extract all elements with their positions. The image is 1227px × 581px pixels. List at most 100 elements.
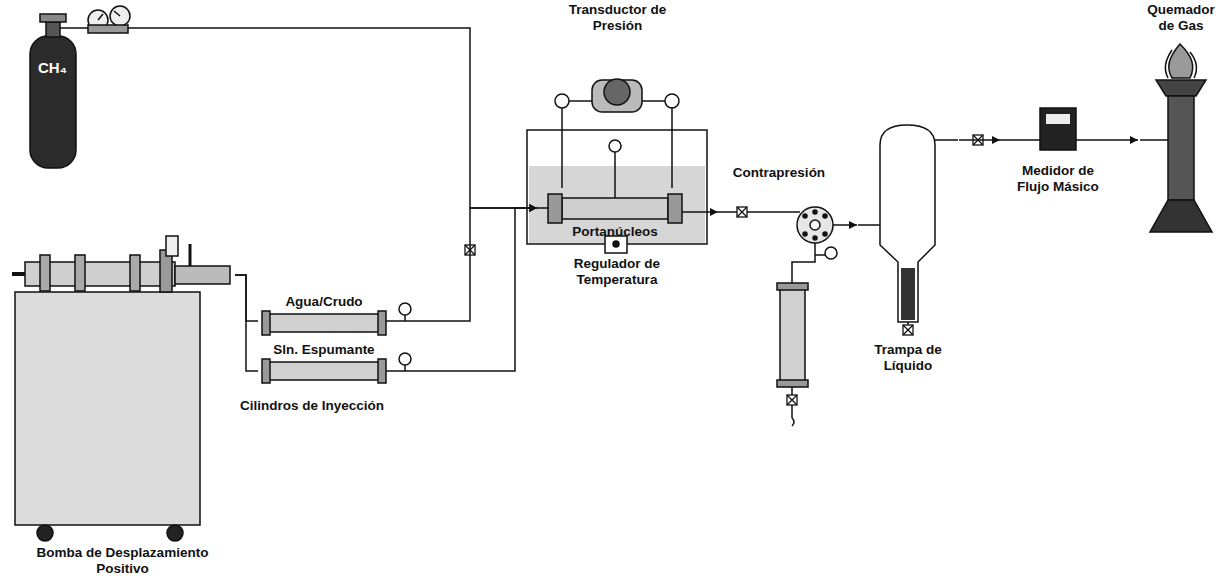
- pressure-transducer: [592, 80, 642, 112]
- valve-symbol: [787, 395, 797, 405]
- gas-cylinder: [30, 36, 76, 168]
- cylinder-neck: [46, 22, 60, 37]
- caption-label: Cilindros de Inyección: [240, 398, 384, 414]
- flow-line: [671, 118, 673, 188]
- pump-plate: [40, 255, 50, 291]
- burner-base: [1150, 200, 1212, 232]
- burner-head: [1156, 80, 1206, 96]
- regulator-dot: [613, 241, 619, 247]
- regulator-gauge: [110, 6, 130, 26]
- mass-flow-meter: [1040, 108, 1076, 150]
- flow-line: [693, 211, 718, 213]
- cylinder-cap: [378, 359, 386, 383]
- trap-outlet: [935, 139, 958, 141]
- transducer-node: Transductor de Presión: [555, 2, 681, 118]
- flow-line: [959, 139, 1000, 141]
- pressure-gauge: [399, 353, 411, 365]
- pump-plate: [130, 255, 140, 291]
- node-label: Quemador de Gas: [1141, 2, 1221, 34]
- transducer-pipe: [568, 100, 592, 102]
- liquid-trap: [880, 125, 935, 322]
- gas-cylinder-node: CH₄: [28, 2, 135, 170]
- injection-cylinder: [268, 314, 380, 332]
- node-label: Bomba de Desplazamiento Positivo: [28, 545, 218, 577]
- gauge-line: [614, 150, 616, 198]
- cylinder-outlet: [386, 320, 390, 322]
- node-label: CH₄: [38, 60, 67, 76]
- cylinder-valve: [40, 14, 66, 22]
- pump-valve-stem: [189, 244, 192, 266]
- core-holder-node: Portanúcleos: [537, 188, 693, 242]
- burner-column: [1168, 96, 1194, 200]
- flow-line: [1116, 139, 1138, 141]
- core-holder-cap: [668, 194, 682, 223]
- pressure-gauge: [555, 94, 569, 108]
- bpr-reference-line: [792, 243, 815, 285]
- node-label: Medidor de Flujo Másico: [1008, 163, 1108, 195]
- injection-cylinder-node: Agua/Crudo: [258, 294, 390, 334]
- flow-line: [561, 118, 563, 188]
- transducer-pipe: [642, 100, 666, 102]
- pump-wheel: [37, 525, 53, 541]
- injection-cylinder: [268, 362, 380, 380]
- core-inlet: [537, 207, 548, 209]
- transducer-face: [604, 79, 630, 105]
- trap-inlet: [858, 224, 880, 226]
- bpr-outlet: [833, 224, 840, 226]
- gauge-stub: [561, 108, 563, 118]
- thermostatic-bath: [527, 130, 707, 244]
- pressure-gauge: [609, 140, 621, 152]
- pump-shaft: [12, 272, 25, 276]
- node-label: Transductor de Presión: [558, 2, 678, 34]
- bath-node: Regulador de TemperaturaPortanúcleos: [527, 130, 707, 244]
- core-holder-body: [562, 198, 668, 219]
- valve-symbol: [737, 207, 747, 217]
- pump-wheel: [167, 525, 183, 541]
- back-pressure-regulator: [797, 207, 833, 243]
- flame: [1169, 44, 1193, 78]
- node-label: Trampa de Líquido: [860, 342, 956, 374]
- node-label: Portanúcleos: [572, 224, 658, 240]
- gauge-stub: [671, 108, 673, 118]
- bpr-cylinder: [780, 285, 805, 385]
- cylinder-cap: [378, 311, 386, 335]
- pump-node: Bomba de Desplazamiento Positivo: [10, 240, 235, 579]
- burner-node: Quemador de Gas: [1138, 2, 1224, 237]
- injection-cylinder-node: Sln. Espumante: [258, 342, 390, 382]
- node-label: Contrapresión: [733, 165, 825, 181]
- bath-water: [529, 166, 705, 243]
- pump-head: [175, 266, 230, 284]
- valve-symbol: [903, 325, 913, 335]
- node-label: Sln. Espumante: [273, 342, 374, 358]
- liquid-trap-node: Trampa de Líquido: [857, 118, 959, 374]
- pump-cabinet: [15, 292, 200, 525]
- pressure-gauge: [825, 247, 837, 259]
- flow-line: [390, 208, 537, 371]
- core-outlet: [682, 211, 693, 213]
- flow-line: [135, 28, 537, 208]
- pressure-gauge: [399, 303, 411, 315]
- bpr-port: [810, 220, 820, 230]
- cylinder-outlet: [386, 370, 390, 372]
- gauge-needle: [114, 11, 120, 16]
- pump-plate: [75, 255, 85, 291]
- pressure-gauge: [665, 94, 679, 108]
- cylinder-cap: [262, 359, 270, 383]
- flow-line: [235, 275, 258, 371]
- pump-reservoir: [166, 236, 178, 256]
- back-pressure-node: Contrapresión: [718, 165, 840, 250]
- core-holder-cap: [548, 194, 562, 223]
- meter-display: [1046, 114, 1070, 124]
- regulator-body: [88, 25, 128, 33]
- bpr-pipe: [718, 211, 800, 213]
- node-label: Regulador de Temperatura: [557, 256, 677, 288]
- gauge-needle: [98, 14, 103, 20]
- flow-line: [840, 224, 857, 226]
- gauge-stub: [815, 254, 826, 256]
- node-label: Agua/Crudo: [285, 294, 362, 310]
- flow-meter-node: Medidor de Flujo Másico: [1000, 100, 1116, 195]
- trapped-liquid: [901, 268, 915, 320]
